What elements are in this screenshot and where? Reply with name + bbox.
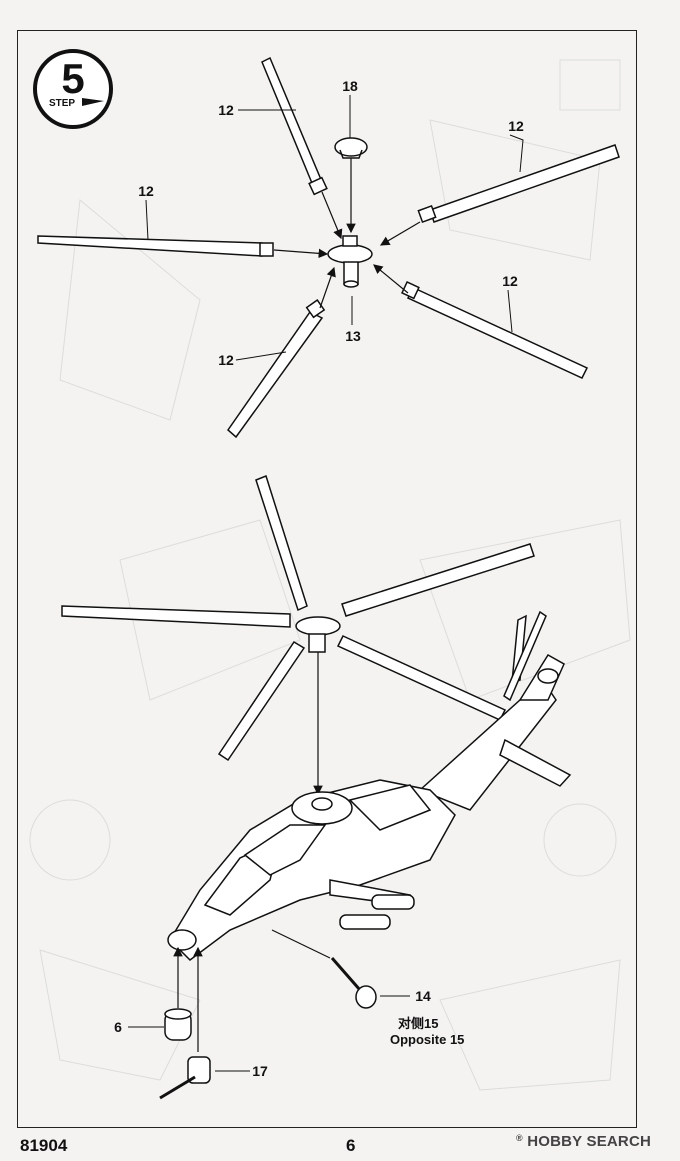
landing-gear-wheel bbox=[355, 985, 377, 1009]
blade-left bbox=[37, 235, 263, 257]
step-jet-icon bbox=[82, 98, 104, 106]
tail-boom bbox=[418, 687, 557, 811]
part-label-nose-gun: 17 bbox=[252, 1063, 268, 1079]
helicopter-body bbox=[167, 610, 572, 1009]
opposite-note-cn: 对侧15 bbox=[398, 1016, 439, 1031]
blade-upper-left bbox=[261, 56, 323, 190]
watermark-reg: ® bbox=[516, 1133, 523, 1143]
part-label-blade: 12 bbox=[138, 183, 154, 199]
weapon-pod bbox=[371, 894, 415, 910]
part-label-blade: 12 bbox=[508, 118, 524, 134]
nose-gun-barrel bbox=[159, 1075, 196, 1100]
exploded-rotor bbox=[37, 56, 620, 439]
blade-upper-right bbox=[429, 144, 620, 223]
leader-lines-rotor bbox=[145, 95, 524, 361]
rotor-hub-base bbox=[343, 280, 359, 288]
rotor-hub-post bbox=[342, 235, 358, 247]
blade-lower-left bbox=[217, 640, 306, 762]
rotor-hub bbox=[295, 616, 341, 636]
blade-right bbox=[341, 543, 535, 617]
blade-grip bbox=[259, 242, 274, 257]
assembled-rotor bbox=[61, 475, 535, 762]
nose-mount bbox=[167, 929, 197, 951]
blade-grip bbox=[417, 205, 437, 223]
tail-rotor-blade bbox=[511, 614, 527, 683]
engine-cowling bbox=[348, 784, 432, 831]
blade-grip bbox=[308, 176, 328, 196]
assembly-arrows-rotor bbox=[273, 158, 421, 309]
rotor-hub-top bbox=[327, 244, 373, 264]
horizontal-stabilizer bbox=[499, 738, 572, 787]
blade-upper bbox=[255, 475, 308, 612]
part-label-rotor-cap: 18 bbox=[342, 78, 358, 94]
kit-code: 81904 bbox=[20, 1136, 68, 1155]
tail-rotor-blade bbox=[503, 610, 547, 702]
part-label-blade: 12 bbox=[502, 273, 518, 289]
part-label-blade: 12 bbox=[218, 102, 234, 118]
gear-guide bbox=[271, 929, 331, 959]
blade-grip bbox=[401, 281, 420, 300]
step-badge: 5 STEP bbox=[33, 49, 113, 129]
nose-sensor-top bbox=[164, 1008, 192, 1020]
blade-left bbox=[61, 605, 291, 628]
step-number: 5 bbox=[61, 55, 84, 102]
assembly-arrows-nose bbox=[173, 946, 203, 1052]
weapon-pod bbox=[339, 914, 391, 930]
rotor-cap bbox=[334, 137, 368, 157]
bleed-through-background bbox=[29, 59, 631, 1091]
part-label-nose-sensor: 6 bbox=[114, 1019, 122, 1035]
blade-lower-left bbox=[227, 311, 324, 439]
step-label: STEP bbox=[49, 98, 75, 109]
watermark: ® HOBBY SEARCH bbox=[516, 1133, 651, 1150]
page-number: 6 bbox=[346, 1136, 356, 1155]
part-label-rotor-hub: 13 bbox=[345, 328, 361, 344]
opposite-note-en: Opposite 15 bbox=[390, 1032, 465, 1047]
leader-lines-nose bbox=[128, 995, 410, 1072]
part-label-blade: 12 bbox=[218, 352, 234, 368]
rotor-mast-socket bbox=[311, 797, 333, 811]
nose-parts bbox=[159, 1008, 211, 1100]
part-label-landing-strut: 14 bbox=[415, 988, 431, 1004]
watermark-text: HOBBY SEARCH bbox=[527, 1133, 652, 1150]
rotor-hub-shaft bbox=[308, 633, 326, 653]
blade-lower-right bbox=[406, 287, 589, 379]
blade-lower-right bbox=[336, 635, 507, 721]
page-frame bbox=[17, 30, 637, 1128]
landing-gear-strut bbox=[330, 957, 362, 991]
tail-rotor-hub bbox=[537, 668, 559, 684]
canopy-rear bbox=[243, 824, 327, 876]
